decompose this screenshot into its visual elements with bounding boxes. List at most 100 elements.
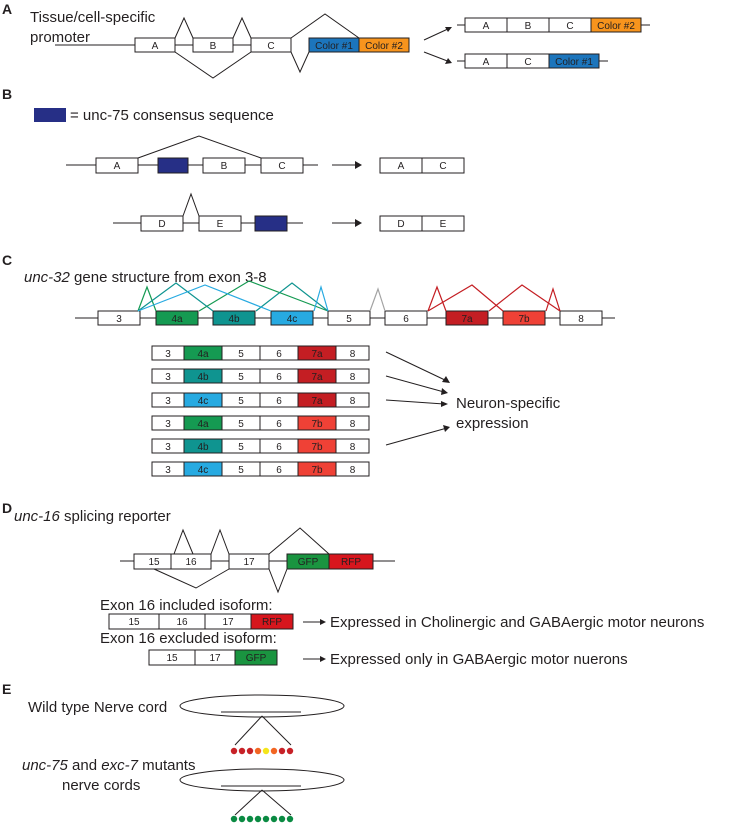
splice-arc — [210, 528, 230, 555]
product1-color2-label: Color #2 — [597, 21, 635, 32]
neuron-bead-green — [254, 815, 262, 823]
consensus-box — [157, 157, 189, 174]
unc32-exon-6-label: 6 — [403, 314, 409, 325]
promoter-label-line1: Tissue/cell-specific — [30, 9, 156, 26]
panel-a-label: A — [2, 1, 12, 17]
isoform-4-exon-4a-label: 4a — [197, 419, 209, 430]
neuron-bead-green — [246, 815, 254, 823]
b-exon-e — [198, 215, 242, 232]
isoform-1-exon-3-label: 3 — [165, 349, 171, 360]
isoform-6-exon-4c-label: 4c — [198, 465, 209, 476]
b-exon-c-label: C — [278, 161, 285, 172]
consensus-box — [254, 215, 288, 232]
splice-arc — [174, 51, 252, 79]
inc-rfp-label: RFP — [262, 617, 282, 628]
panel-b-label: B — [2, 86, 12, 102]
mutant-gene-2: exc-7 — [101, 757, 138, 774]
isoform-6-exon-5-label: 5 — [238, 465, 244, 476]
unc32-exon-3-label: 3 — [116, 314, 122, 325]
splice-arc-7a — [427, 284, 504, 312]
wt-nerve-cord — [179, 694, 345, 718]
splice-arc — [268, 527, 330, 555]
isoform-2-exon-5-label: 5 — [238, 372, 244, 383]
panel-d-label: D — [2, 500, 12, 516]
isoform-4-exon-7b-label: 7b — [311, 419, 323, 430]
color2-label: Color #2 — [365, 41, 403, 52]
isoform-3-exon-4c-label: 4c — [198, 396, 209, 407]
neuron-bead-green — [238, 815, 246, 823]
unc32-exon-4c-label: 4c — [287, 314, 298, 325]
wild-type-label: Wild type Nerve cord — [28, 699, 167, 716]
unc32-exon-5 — [327, 310, 371, 326]
exc-gfp-label: GFP — [246, 653, 267, 664]
splice-arc — [153, 568, 230, 589]
arrowhead — [445, 58, 452, 64]
panel-c-label: C — [2, 252, 12, 268]
splice-arc-4a — [198, 280, 329, 312]
inc-exon-16-label: 16 — [176, 617, 188, 628]
arrow — [423, 27, 451, 41]
isoform-1-exon-8-label: 8 — [350, 349, 356, 360]
mutant-rest: mutants — [138, 757, 196, 774]
d-exon-16 — [170, 553, 212, 570]
neuron-bead-green — [278, 815, 286, 823]
isoform-3-exon-7a-label: 7a — [311, 396, 323, 407]
b-exon-a — [95, 157, 139, 174]
arrow — [385, 351, 448, 382]
unc32-exon-4b-label: 4b — [228, 314, 240, 325]
isoform-5-exon-8 — [335, 438, 370, 454]
color1-label: Color #1 — [315, 41, 353, 52]
splice-arc-7b — [488, 284, 561, 312]
neuron-bead-green — [286, 815, 294, 823]
isoform-1-exon-4a-label: 4a — [197, 349, 209, 360]
neuron-bead-yellow — [262, 747, 270, 755]
exc-exon-15-label: 15 — [166, 653, 178, 664]
splice-arc-4b — [255, 282, 329, 312]
commissure-line — [234, 789, 263, 816]
product2-exon-c-label: C — [524, 57, 531, 68]
neuron-bead-green — [262, 815, 270, 823]
unc32-exon-4a-label: 4a — [171, 314, 183, 325]
product1-exon-b-label: B — [525, 21, 532, 32]
panel-c-title-rest: gene structure from exon 3-8 — [70, 269, 267, 286]
b-exon-d — [140, 215, 184, 232]
d-exon-16-label: 16 — [185, 557, 197, 568]
color2-exon — [358, 37, 410, 53]
arrow — [385, 427, 448, 446]
b-result-d-label: D — [397, 219, 404, 230]
isoform-5-exon-3-label: 3 — [165, 442, 171, 453]
wt-neuron-beads — [230, 747, 294, 755]
isoform-6-exon-8 — [335, 461, 370, 477]
arrowhead — [441, 401, 448, 407]
panel-b: B = unc-75 consensus sequence A B C A C … — [2, 86, 465, 232]
exon-a-label: A — [152, 41, 159, 52]
isoform-5-exon-8-label: 8 — [350, 442, 356, 453]
neuron-specific-line2: expression — [456, 415, 529, 432]
d-rfp-label: RFP — [341, 557, 361, 568]
d-exon-15-label: 15 — [148, 557, 160, 568]
unc32-exon-7a — [445, 310, 489, 326]
exon-b-label: B — [210, 41, 217, 52]
splice-arc-7a — [427, 285, 447, 312]
panel-d-title: unc-16 splicing reporter — [14, 508, 171, 525]
mutant-nerve-cord — [179, 768, 345, 792]
mutant-gene-1: unc-75 — [22, 757, 69, 774]
isoform-6-exon-8-label: 8 — [350, 465, 356, 476]
isoform-4-exon-8-label: 8 — [350, 419, 356, 430]
exc-gfp — [234, 649, 278, 666]
neuron-bead-red — [286, 747, 294, 755]
splice-arc — [173, 528, 194, 555]
isoform-3-exon-8-label: 8 — [350, 396, 356, 407]
neuron-bead-red — [278, 747, 286, 755]
included-expression-text: Expressed in Cholinergic and GABAergic m… — [330, 614, 704, 631]
unc32-exon-6 — [384, 310, 428, 326]
isoform-1-exon-8 — [335, 345, 370, 361]
mutant-label-line1: unc-75 and exc-7 mutants — [22, 757, 195, 774]
isoform-3-exon-3-label: 3 — [165, 396, 171, 407]
inc-exon-15-label: 15 — [128, 617, 140, 628]
neuron-bead-red — [230, 747, 238, 755]
